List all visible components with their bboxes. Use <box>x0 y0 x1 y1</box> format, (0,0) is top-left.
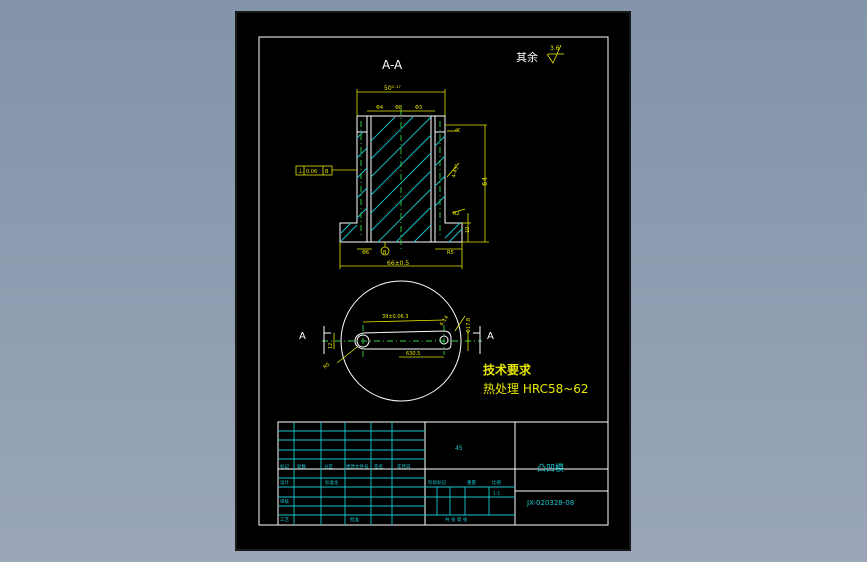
section-dimensions <box>339 89 489 269</box>
dim-phi6: Φ6 <box>362 250 369 256</box>
check-label: 审核 <box>280 498 289 505</box>
dim-height: 64 <box>481 177 489 186</box>
tolerance-symbol: ⊥ <box>298 168 303 175</box>
dim-slot-len: 39±0.06.3 <box>382 314 408 320</box>
scale-label: 比例 <box>492 479 501 486</box>
standard-label: 标准化 <box>325 479 339 486</box>
dim-phi8: Φ8 <box>395 105 402 111</box>
section-view <box>339 109 463 249</box>
tech-req-heading: 技术要求 <box>483 362 532 377</box>
dim-circle-b: B <box>383 250 387 256</box>
weight-label: 重量 <box>467 479 476 486</box>
cad-drawing: A-A 其余 3.6 <box>258 36 609 526</box>
process-label: 工艺 <box>280 517 289 523</box>
row-label-5: 年月日 <box>397 463 411 470</box>
tech-req-line: 热处理 HRC58~62 <box>483 382 589 396</box>
dim-right-tol: Φ17.8 <box>466 318 472 333</box>
dim-left: 12 <box>328 343 334 349</box>
roughness-symbol <box>546 44 564 64</box>
row-label-0: 标记 <box>280 463 289 470</box>
stage-label: 阶段标记 <box>428 479 446 486</box>
dim-bottom-slot: 630.5 <box>406 351 420 357</box>
dim-slot-angle: 4-45° <box>451 163 461 178</box>
roughness-label: 其余 <box>516 50 538 64</box>
tolerance-frame <box>295 165 357 176</box>
design-label: 设计 <box>280 479 289 486</box>
title-material: 45 <box>455 445 463 452</box>
section-arrow-left: A <box>299 331 306 342</box>
title-row-labels: 标记 处数 分区 更改文件号 签名 年月日 设计 标准化 阶段标记 重量 比例 … <box>280 463 501 523</box>
dim-r-chamfer: R2 <box>453 211 460 217</box>
dim-radius-lower: R5 <box>322 362 331 371</box>
row-label-1: 处数 <box>297 463 306 470</box>
row-label-3: 更改文件号 <box>346 463 369 470</box>
title-part-name: 凸凹模 <box>537 463 564 474</box>
drawing-sheet: A-A 其余 3.6 <box>237 13 629 549</box>
sheet-info: 共 张 第 张 <box>445 516 468 523</box>
approve-label: 批准 <box>350 516 359 523</box>
dim-phi4: Φ4 <box>376 105 383 111</box>
tolerance-datum: B <box>325 169 329 175</box>
row-label-4: 签名 <box>374 463 383 470</box>
drawing-frame <box>258 36 609 526</box>
roughness-value: 3.6 <box>550 45 560 52</box>
dim-r-top: R <box>455 128 462 132</box>
dim-right-ledge: R5 <box>447 250 454 256</box>
section-title: A-A <box>382 58 403 72</box>
dim-base-height: 10 <box>465 227 471 233</box>
plan-view <box>322 280 482 402</box>
tolerance-value: 0.06 <box>306 169 317 175</box>
dim-base-width: 66±0.5 <box>387 260 409 267</box>
section-hatching <box>340 116 463 243</box>
dim-phi3: Φ3 <box>415 105 422 111</box>
title-drawing-no: JX-020328-08 <box>526 499 574 507</box>
scale-value: 1:1 <box>493 491 500 497</box>
dim-top-width: 50⁰⋅¹⁷ <box>384 85 401 92</box>
title-block <box>277 421 609 526</box>
dim-slot-width: 6.14 <box>439 315 450 328</box>
row-label-2: 分区 <box>324 463 333 470</box>
section-arrow-right: A <box>487 331 494 342</box>
